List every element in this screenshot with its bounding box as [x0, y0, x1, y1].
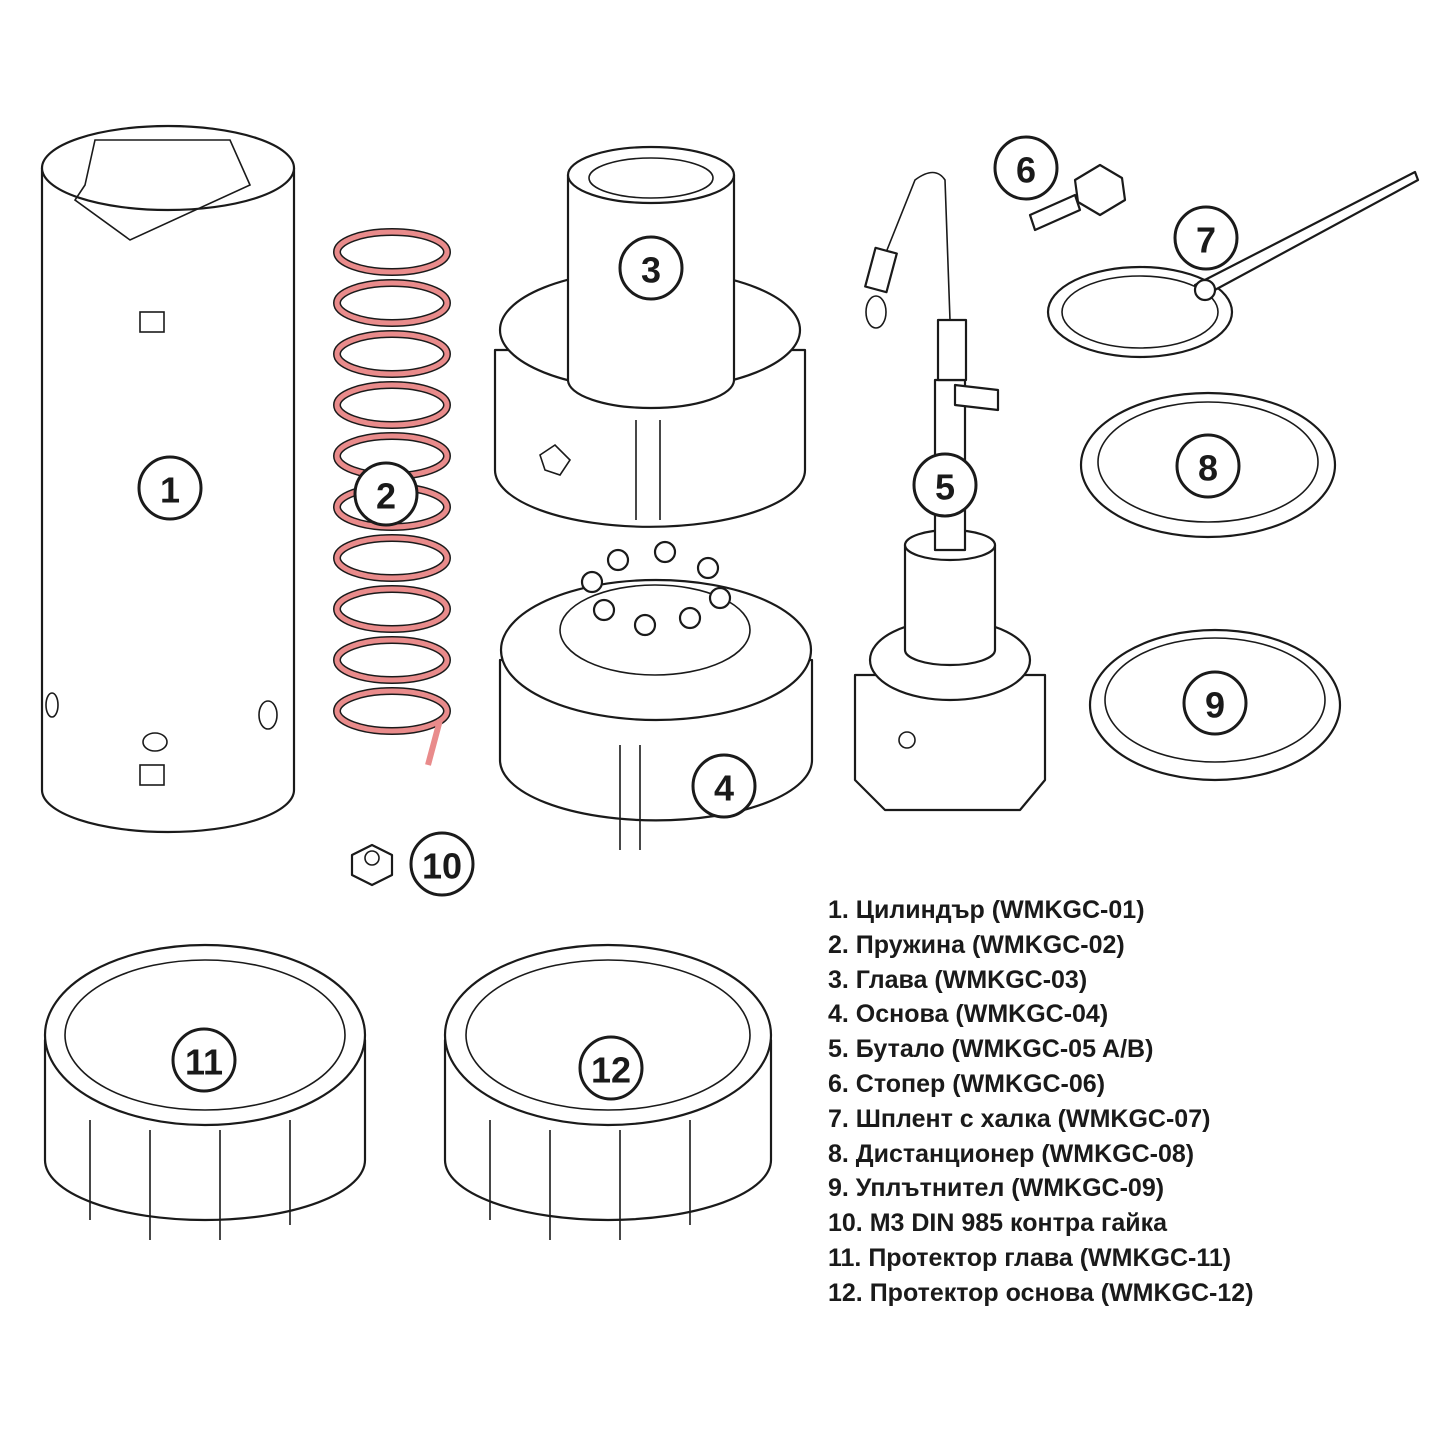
callout-11: 11: [171, 1027, 237, 1093]
svg-text:4: 4: [714, 768, 734, 809]
callout-2: 2: [353, 461, 419, 527]
legend-item: 1. Цилиндър (WMKGC-01): [828, 896, 1145, 924]
legend-item: 3. Глава (WMKGC-03): [828, 965, 1088, 994]
callout-10: 10: [409, 831, 475, 897]
svg-text:8: 8: [1198, 448, 1218, 489]
spring-coil: [334, 688, 450, 734]
spring-tail: [425, 719, 443, 766]
part-protector-base: [443, 943, 773, 1240]
legend-item: 2. Пружина (WMKGC-02): [828, 930, 1125, 959]
svg-text:11: 11: [185, 1042, 223, 1083]
part-spring: [333, 228, 451, 766]
callout-5: 5: [912, 452, 978, 518]
svg-text:3: 3: [641, 250, 661, 291]
legend-item: 6. Стопер (WMKGC-06): [828, 1069, 1106, 1098]
svg-text:12: 12: [591, 1050, 631, 1091]
part-protector-head: [43, 943, 367, 1240]
legend-item: 7. Шплент с халка (WMKGC-07): [828, 1104, 1211, 1133]
parts-legend: 1. Цилиндър (WMKGC-01) 2. Пружина (WMKGC…: [828, 893, 1254, 1311]
callout-3: 3: [618, 235, 684, 301]
svg-text:2: 2: [376, 476, 396, 517]
callout-7: 7: [1173, 205, 1239, 271]
spring-coil: [334, 586, 450, 632]
part-pin-with-ring: [1046, 170, 1420, 359]
spring-coil: [334, 229, 450, 275]
part-stopper: [1028, 163, 1127, 232]
callout-1: 1: [137, 455, 203, 521]
svg-text:6: 6: [1016, 150, 1036, 191]
legend-item: 12. Протектор основа (WMKGC-12): [828, 1278, 1254, 1307]
legend-item: 8. Дистанционер (WMKGC-08): [828, 1139, 1195, 1168]
legend-item: 11. Протектор глава (WMKGC-11): [828, 1243, 1232, 1272]
spring-coil: [334, 637, 450, 683]
svg-text:1: 1: [160, 470, 180, 511]
part-base: [498, 540, 814, 850]
svg-text:5: 5: [935, 467, 955, 508]
legend-item: 5. Бутало (WMKGC-05 A/B): [828, 1035, 1154, 1064]
svg-text:7: 7: [1196, 220, 1216, 261]
callout-9: 9: [1182, 670, 1248, 736]
part-lock-nut: [350, 843, 394, 887]
callout-6: 6: [993, 135, 1059, 201]
spring-coil: [334, 280, 450, 326]
callout-12: 12: [578, 1035, 644, 1101]
part-head: [493, 145, 807, 528]
legend-item: 9. Уплътнител (WMKGC-09): [828, 1174, 1165, 1203]
spring-coil: [334, 331, 450, 377]
legend-item: 4. Основа (WMKGC-04): [828, 1000, 1109, 1029]
svg-text:10: 10: [422, 846, 462, 887]
svg-text:9: 9: [1205, 685, 1225, 726]
spring-coil: [334, 535, 450, 581]
callout-4: 4: [691, 753, 757, 819]
spring-coil: [334, 382, 450, 428]
callout-8: 8: [1175, 433, 1241, 499]
part-piston: [853, 171, 1047, 812]
legend-item: 10. M3 DIN 985 контра гайка: [828, 1209, 1168, 1238]
